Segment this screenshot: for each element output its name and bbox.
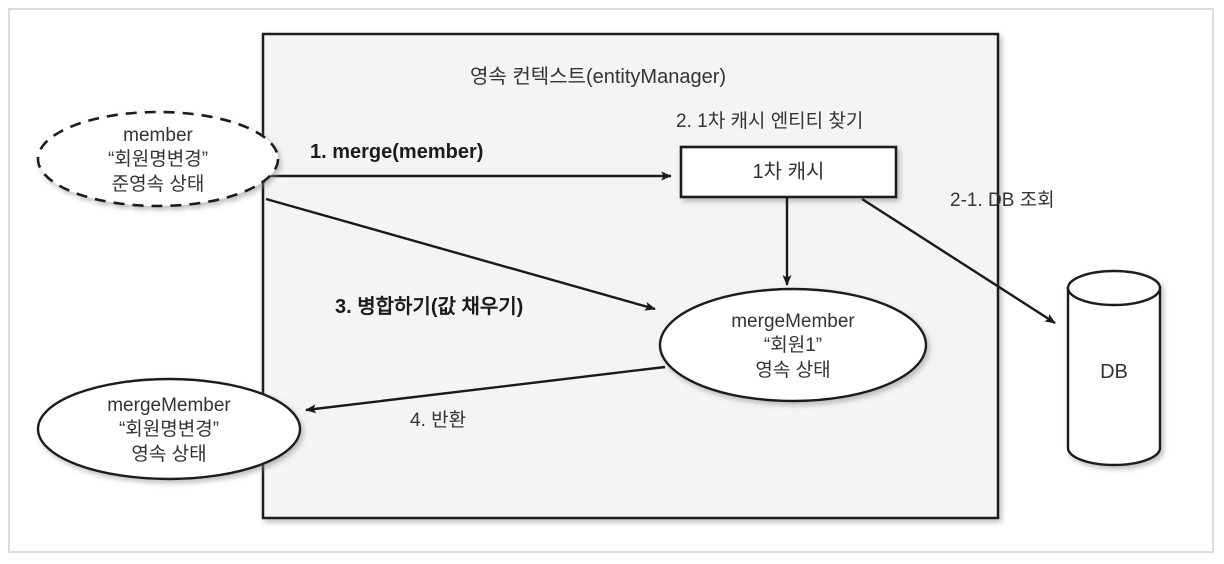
detached-member-ellipse [36,110,280,208]
first-level-cache-node [679,145,898,199]
database-top [1066,269,1162,307]
merge-member-returned-ellipse [36,377,302,481]
persistence-context-container [261,32,1000,520]
first-level-cache-box [679,145,898,199]
merge-member-managed-ellipse [658,287,928,403]
edge-step4-line [305,365,666,414]
edge-step2-label: 2. 1차 캐시 엔티티 찾기 [676,111,864,132]
edge-step1-label: 1. merge(member) [310,141,484,163]
edge-step3-label: 3. 병합하기(값 채우기) [335,296,524,318]
persistence-context-title: 영속 컨텍스트(entityManager) [470,66,727,88]
edge-step2-1-label: 2-1. DB 조회 [950,190,1055,211]
edge-step4-label: 4. 반환 [410,410,467,431]
edge-step3-line [265,197,656,311]
persistence-context-box [261,32,1000,520]
edge-step2-1-line [861,197,1056,325]
database-body [1066,286,1162,467]
database-cylinder [1066,269,1162,467]
